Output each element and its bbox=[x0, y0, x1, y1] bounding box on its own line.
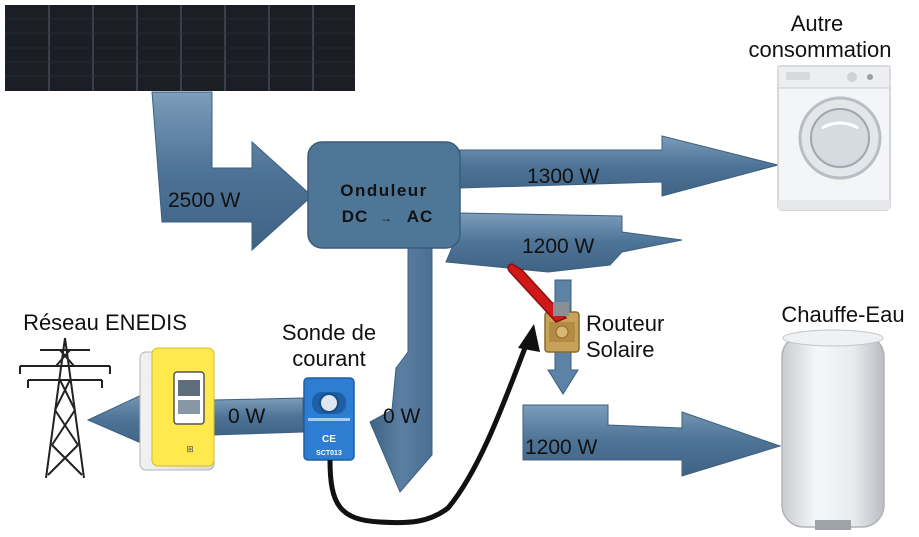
inverter-arrow: → bbox=[380, 211, 392, 225]
grid-flow-arrow-head bbox=[86, 391, 149, 447]
meter-icon: ⊞ bbox=[139, 347, 215, 471]
inverter-title: Onduleur bbox=[340, 181, 428, 200]
sensor-cable bbox=[327, 339, 531, 526]
valve-icon bbox=[507, 263, 580, 353]
autre-flow-arrow bbox=[459, 135, 780, 197]
inverter-dc: DC bbox=[342, 207, 369, 226]
chauffe-flow-value: 1200 W bbox=[525, 436, 598, 459]
router-flow-value: 1200 W bbox=[522, 235, 595, 258]
svg-text:⊞: ⊞ bbox=[186, 444, 194, 454]
grid-flow-value: 0 W bbox=[228, 405, 266, 428]
reseau-label: Réseau ENEDIS bbox=[23, 310, 187, 335]
inverter-ac: AC bbox=[407, 207, 434, 226]
autre-flow-value: 1300 W bbox=[527, 165, 600, 188]
sensor-cable-arrowhead bbox=[518, 324, 540, 352]
inverter-box: Onduleur DC → AC bbox=[307, 141, 461, 249]
sonde-label-line1: Sonde de bbox=[282, 320, 376, 345]
solar-flow-arrow bbox=[151, 91, 313, 252]
chauffe-flow-arrow bbox=[522, 404, 782, 477]
washing-machine-icon bbox=[777, 65, 891, 211]
chauffe-eau-label: Chauffe-Eau bbox=[781, 302, 904, 327]
sonde-label-line2: courant bbox=[292, 346, 365, 371]
clamp-ce-mark: CE bbox=[322, 434, 336, 445]
autre-label-line2: consommation bbox=[748, 37, 891, 62]
autre-label-line1: Autre bbox=[791, 11, 844, 36]
routeur-label-line2: Solaire bbox=[586, 337, 654, 362]
solar-panel-icon bbox=[5, 5, 355, 91]
routeur-label-line1: Routeur bbox=[586, 311, 664, 336]
down-flow-arrow bbox=[369, 239, 433, 493]
solar-flow-value: 2500 W bbox=[168, 189, 241, 212]
pylon-icon bbox=[19, 337, 111, 479]
water-heater-icon bbox=[781, 329, 885, 530]
clamp-model: SCT013 bbox=[316, 450, 342, 457]
current-clamp-icon: CE SCT013 bbox=[303, 377, 355, 461]
down-flow-value: 0 W bbox=[383, 405, 421, 428]
